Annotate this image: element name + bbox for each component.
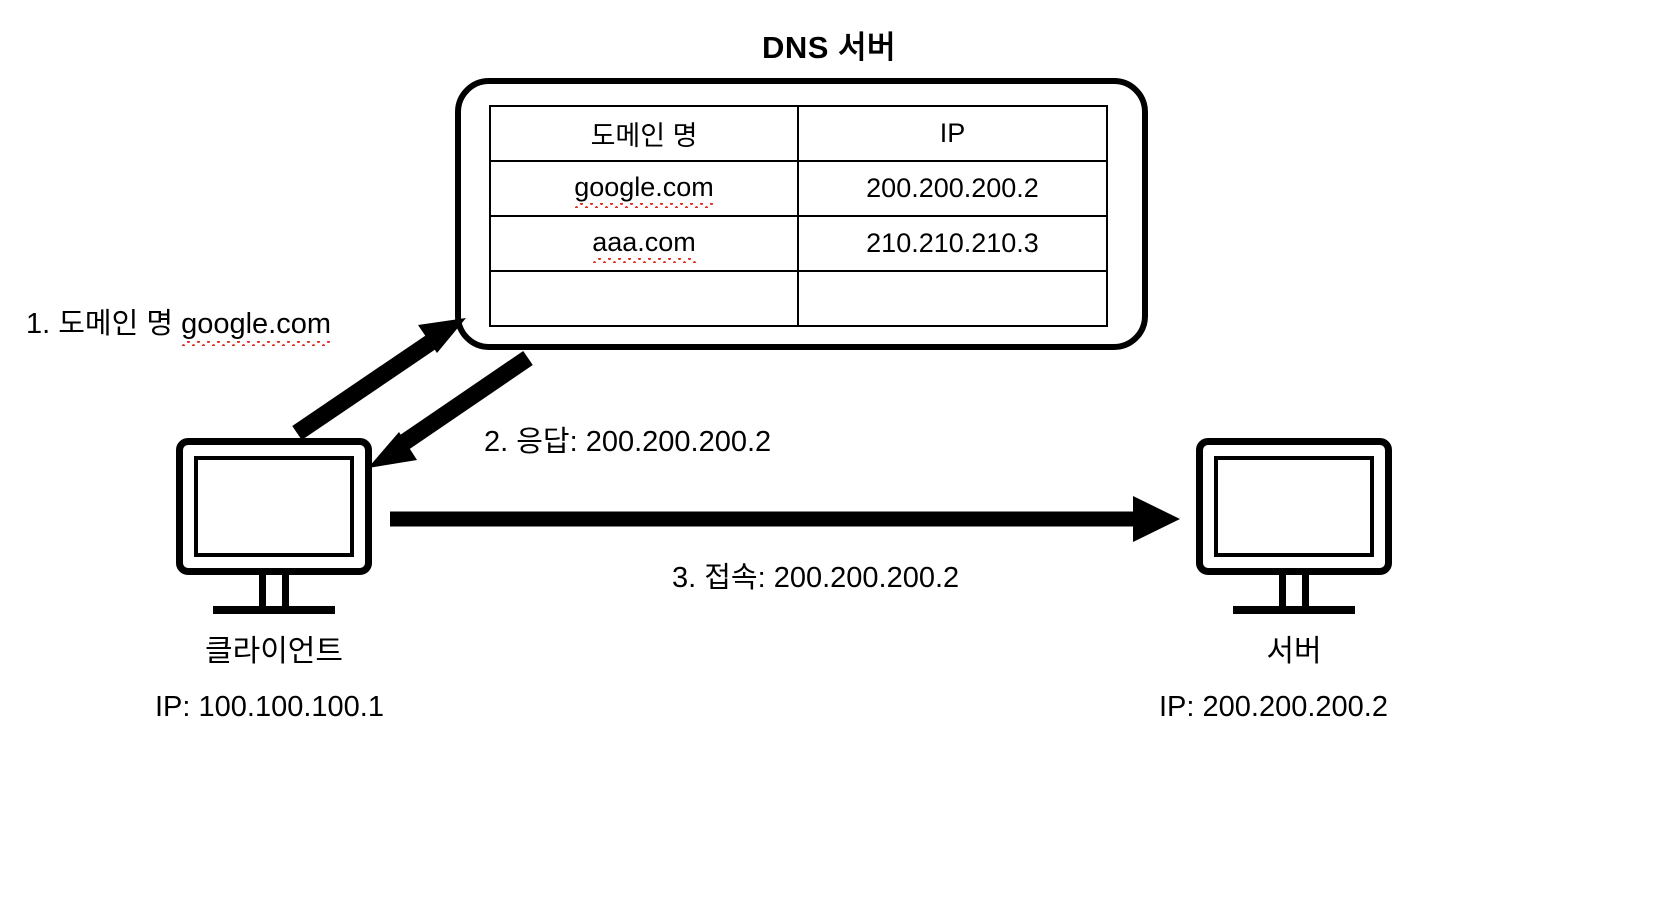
domain-text-aaa: aaa.com — [592, 227, 696, 263]
arrow-response-to-client — [368, 350, 533, 468]
table-row: aaa.com 210.210.210.3 — [489, 215, 1108, 272]
client-ip-label: IP: 100.100.100.1 — [155, 691, 384, 723]
table-row: google.com 200.200.200.2 — [489, 160, 1108, 217]
cell-ip-2: 210.210.210.3 — [797, 215, 1108, 272]
table-header-row: 도메인 명 IP — [489, 105, 1108, 162]
monitor-icon — [176, 438, 372, 575]
step-1-domain-value: google.com — [181, 308, 331, 346]
step-3-label: 3. 접속: 200.200.200.2 — [672, 562, 960, 594]
step-1-label: 1. 도메인 명 google.com — [26, 300, 331, 346]
header-cell-domain: 도메인 명 — [489, 105, 799, 162]
monitor-screen — [194, 456, 354, 557]
dns-server-title: DNS 서버 — [761, 30, 897, 65]
cell-ip-3 — [797, 270, 1108, 327]
header-cell-ip: IP — [797, 105, 1108, 162]
step-1-prefix: 1. 도메인 명 — [26, 308, 182, 340]
cell-domain-2: aaa.com — [489, 215, 799, 272]
monitor-base — [213, 606, 335, 614]
cell-domain-3 — [489, 270, 799, 327]
client-label: 클라이언트 — [205, 635, 343, 668]
domain-text-google: google.com — [574, 172, 714, 208]
server-label: 서버 — [1266, 635, 1322, 668]
table-row — [489, 270, 1108, 327]
arrow-connect-to-server — [390, 496, 1180, 542]
cell-ip-1: 200.200.200.2 — [797, 160, 1108, 217]
monitor-screen — [1214, 456, 1374, 557]
step-2-label: 2. 응답: 200.200.200.2 — [484, 426, 772, 458]
monitor-base — [1233, 606, 1355, 614]
server-ip-label: IP: 200.200.200.2 — [1159, 691, 1388, 723]
monitor-neck — [259, 575, 289, 608]
dns-record-table: 도메인 명 IP google.com 200.200.200.2 aaa.co… — [489, 105, 1108, 327]
monitor-neck — [1279, 575, 1309, 608]
cell-domain-1: google.com — [489, 160, 799, 217]
monitor-icon — [1196, 438, 1392, 575]
arrow-request-to-dns — [292, 318, 466, 441]
